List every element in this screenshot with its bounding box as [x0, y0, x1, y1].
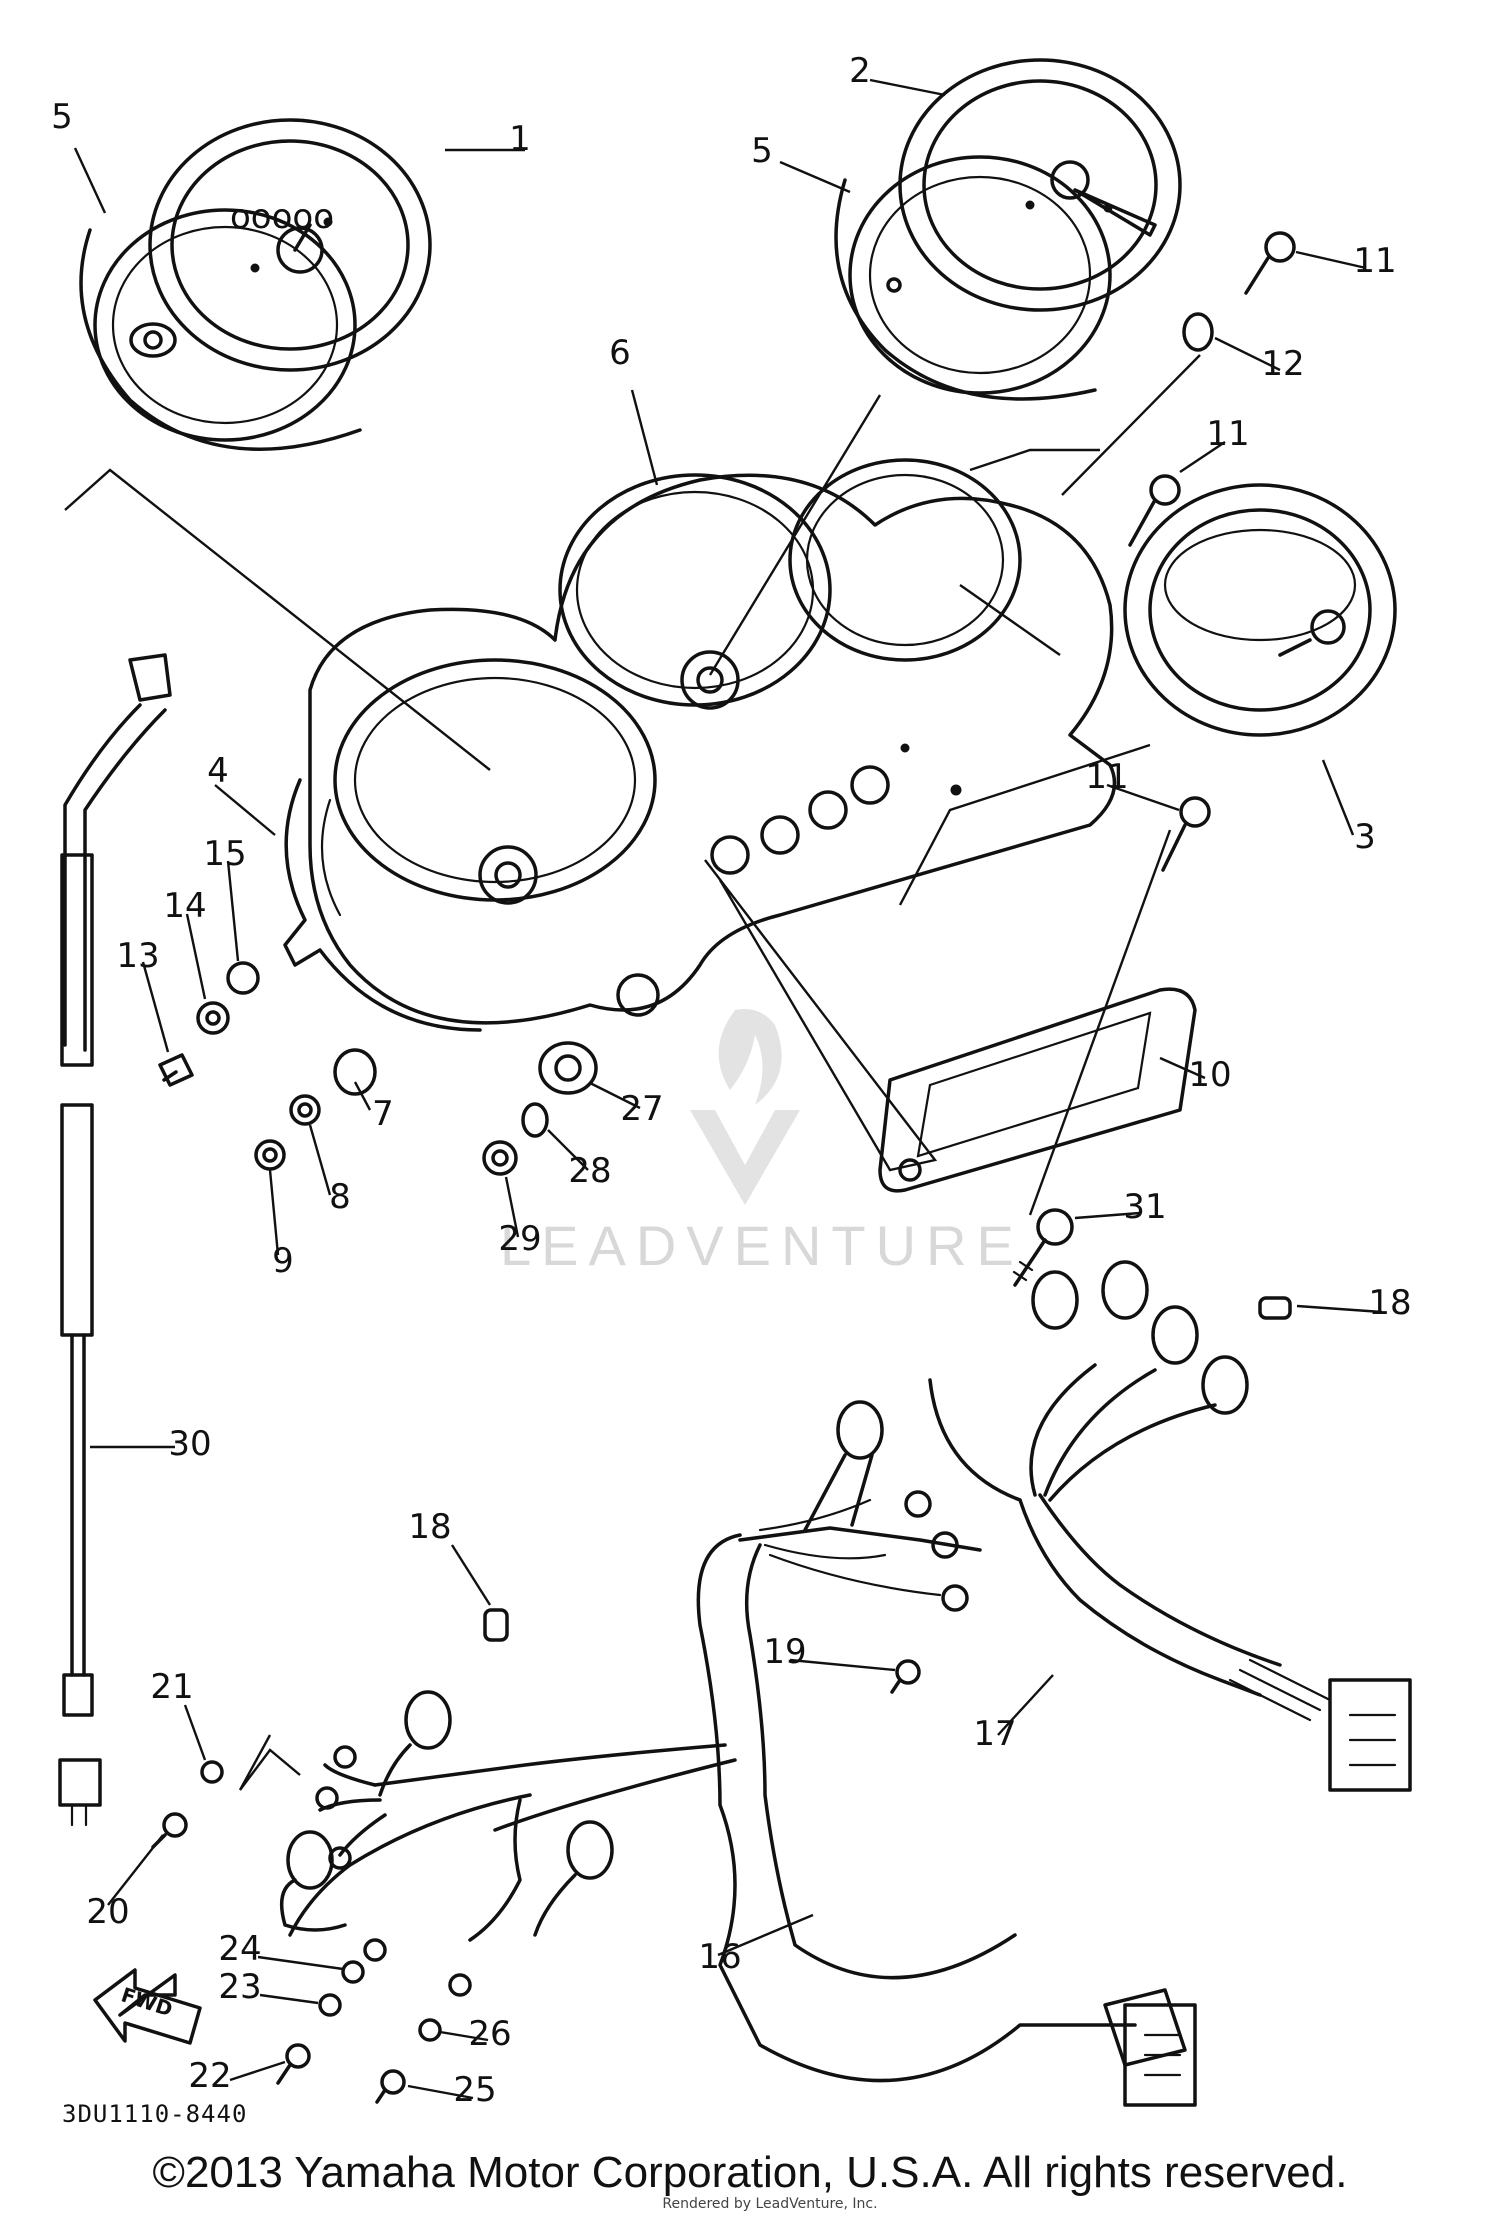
screw-11-low	[1161, 796, 1211, 872]
small-gauge-assembly	[1123, 483, 1397, 737]
watermark-text: LEADVENTURE	[500, 1214, 1024, 1277]
fwd-label: FWD	[118, 1982, 175, 2021]
meter-cover	[283, 778, 482, 1032]
callout-13: 13	[116, 936, 159, 976]
callout-11: 11	[1353, 241, 1396, 281]
callout-12: 12	[1261, 344, 1304, 384]
speedometer-cable	[58, 653, 172, 1827]
washer-23	[318, 1993, 342, 2017]
callout-3: 3	[1354, 817, 1376, 857]
callout-14: 14	[163, 886, 206, 926]
callout-11: 11	[1206, 414, 1249, 454]
clip-21	[200, 1760, 224, 1784]
fastener-stack-left	[158, 961, 377, 1171]
leader-lines	[64, 78, 1383, 2100]
callout-5: 5	[751, 131, 773, 171]
callout-8: 8	[329, 1177, 351, 1217]
speedometer-assembly: ooooo	[79, 118, 432, 451]
screw-22	[276, 2043, 311, 2085]
forward-arrow-icon: FWD	[93, 1968, 202, 2045]
screw-25	[375, 2069, 406, 2104]
tachometer-assembly	[834, 58, 1182, 401]
copyright-notice: ©2013 Yamaha Motor Corporation, U.S.A. A…	[152, 2148, 1348, 2197]
callout-15: 15	[203, 834, 246, 874]
callout-18: 18	[1368, 1283, 1411, 1323]
left-sub-harness	[279, 1690, 614, 1997]
rendered-by-notice: Rendered by LeadVenture, Inc.	[662, 2196, 878, 2212]
callout-2: 2	[849, 51, 871, 91]
callout-28: 28	[568, 1151, 611, 1191]
fastener-stack-center	[482, 1041, 598, 1176]
callout-29: 29	[498, 1219, 541, 1259]
callout-11: 11	[1085, 757, 1128, 797]
screw-19	[890, 1659, 921, 1694]
callout-9: 9	[272, 1241, 294, 1281]
callout-5: 5	[51, 97, 73, 137]
callout-23: 23	[218, 1967, 261, 2007]
callout-16: 16	[698, 1937, 741, 1977]
bulb-18-right	[1258, 1296, 1292, 1320]
callout-17: 17	[973, 1714, 1016, 1754]
callout-labels: 1234556789101111111213141516171818192021…	[51, 51, 1411, 2110]
svg-text:ooooo: ooooo	[230, 197, 334, 237]
callout-18: 18	[408, 1507, 451, 1547]
bulb-18-left	[483, 1608, 509, 1642]
callout-27: 27	[620, 1089, 663, 1129]
screw-11-mid	[1128, 474, 1181, 547]
callout-10: 10	[1188, 1055, 1231, 1095]
callout-30: 30	[168, 1424, 211, 1464]
screw-31	[1012, 1208, 1074, 1287]
callout-6: 6	[609, 333, 631, 373]
callout-31: 31	[1123, 1187, 1166, 1227]
screw-11-top	[1244, 231, 1296, 295]
cap-12	[1182, 312, 1214, 352]
watermark: LEADVENTURE	[500, 1009, 1024, 1277]
washer-26	[418, 2018, 442, 2042]
callout-1: 1	[509, 119, 531, 159]
callout-25: 25	[453, 2070, 496, 2110]
callout-7: 7	[372, 1094, 394, 1134]
main-wire-harness	[373, 1400, 1197, 2107]
washer-24	[341, 1960, 365, 1984]
callout-26: 26	[468, 2014, 511, 2054]
callout-24: 24	[218, 1929, 261, 1969]
drawing-code: 3DU1110-8440	[62, 2100, 247, 2128]
callout-22: 22	[188, 2056, 231, 2096]
indicator-panel	[878, 987, 1197, 1193]
callout-19: 19	[763, 1632, 806, 1672]
callout-20: 20	[86, 1892, 129, 1932]
callout-21: 21	[150, 1667, 193, 1707]
meter-housing	[308, 458, 1117, 1025]
callout-4: 4	[207, 751, 229, 791]
gauge-sub-harness	[928, 1260, 1412, 1792]
